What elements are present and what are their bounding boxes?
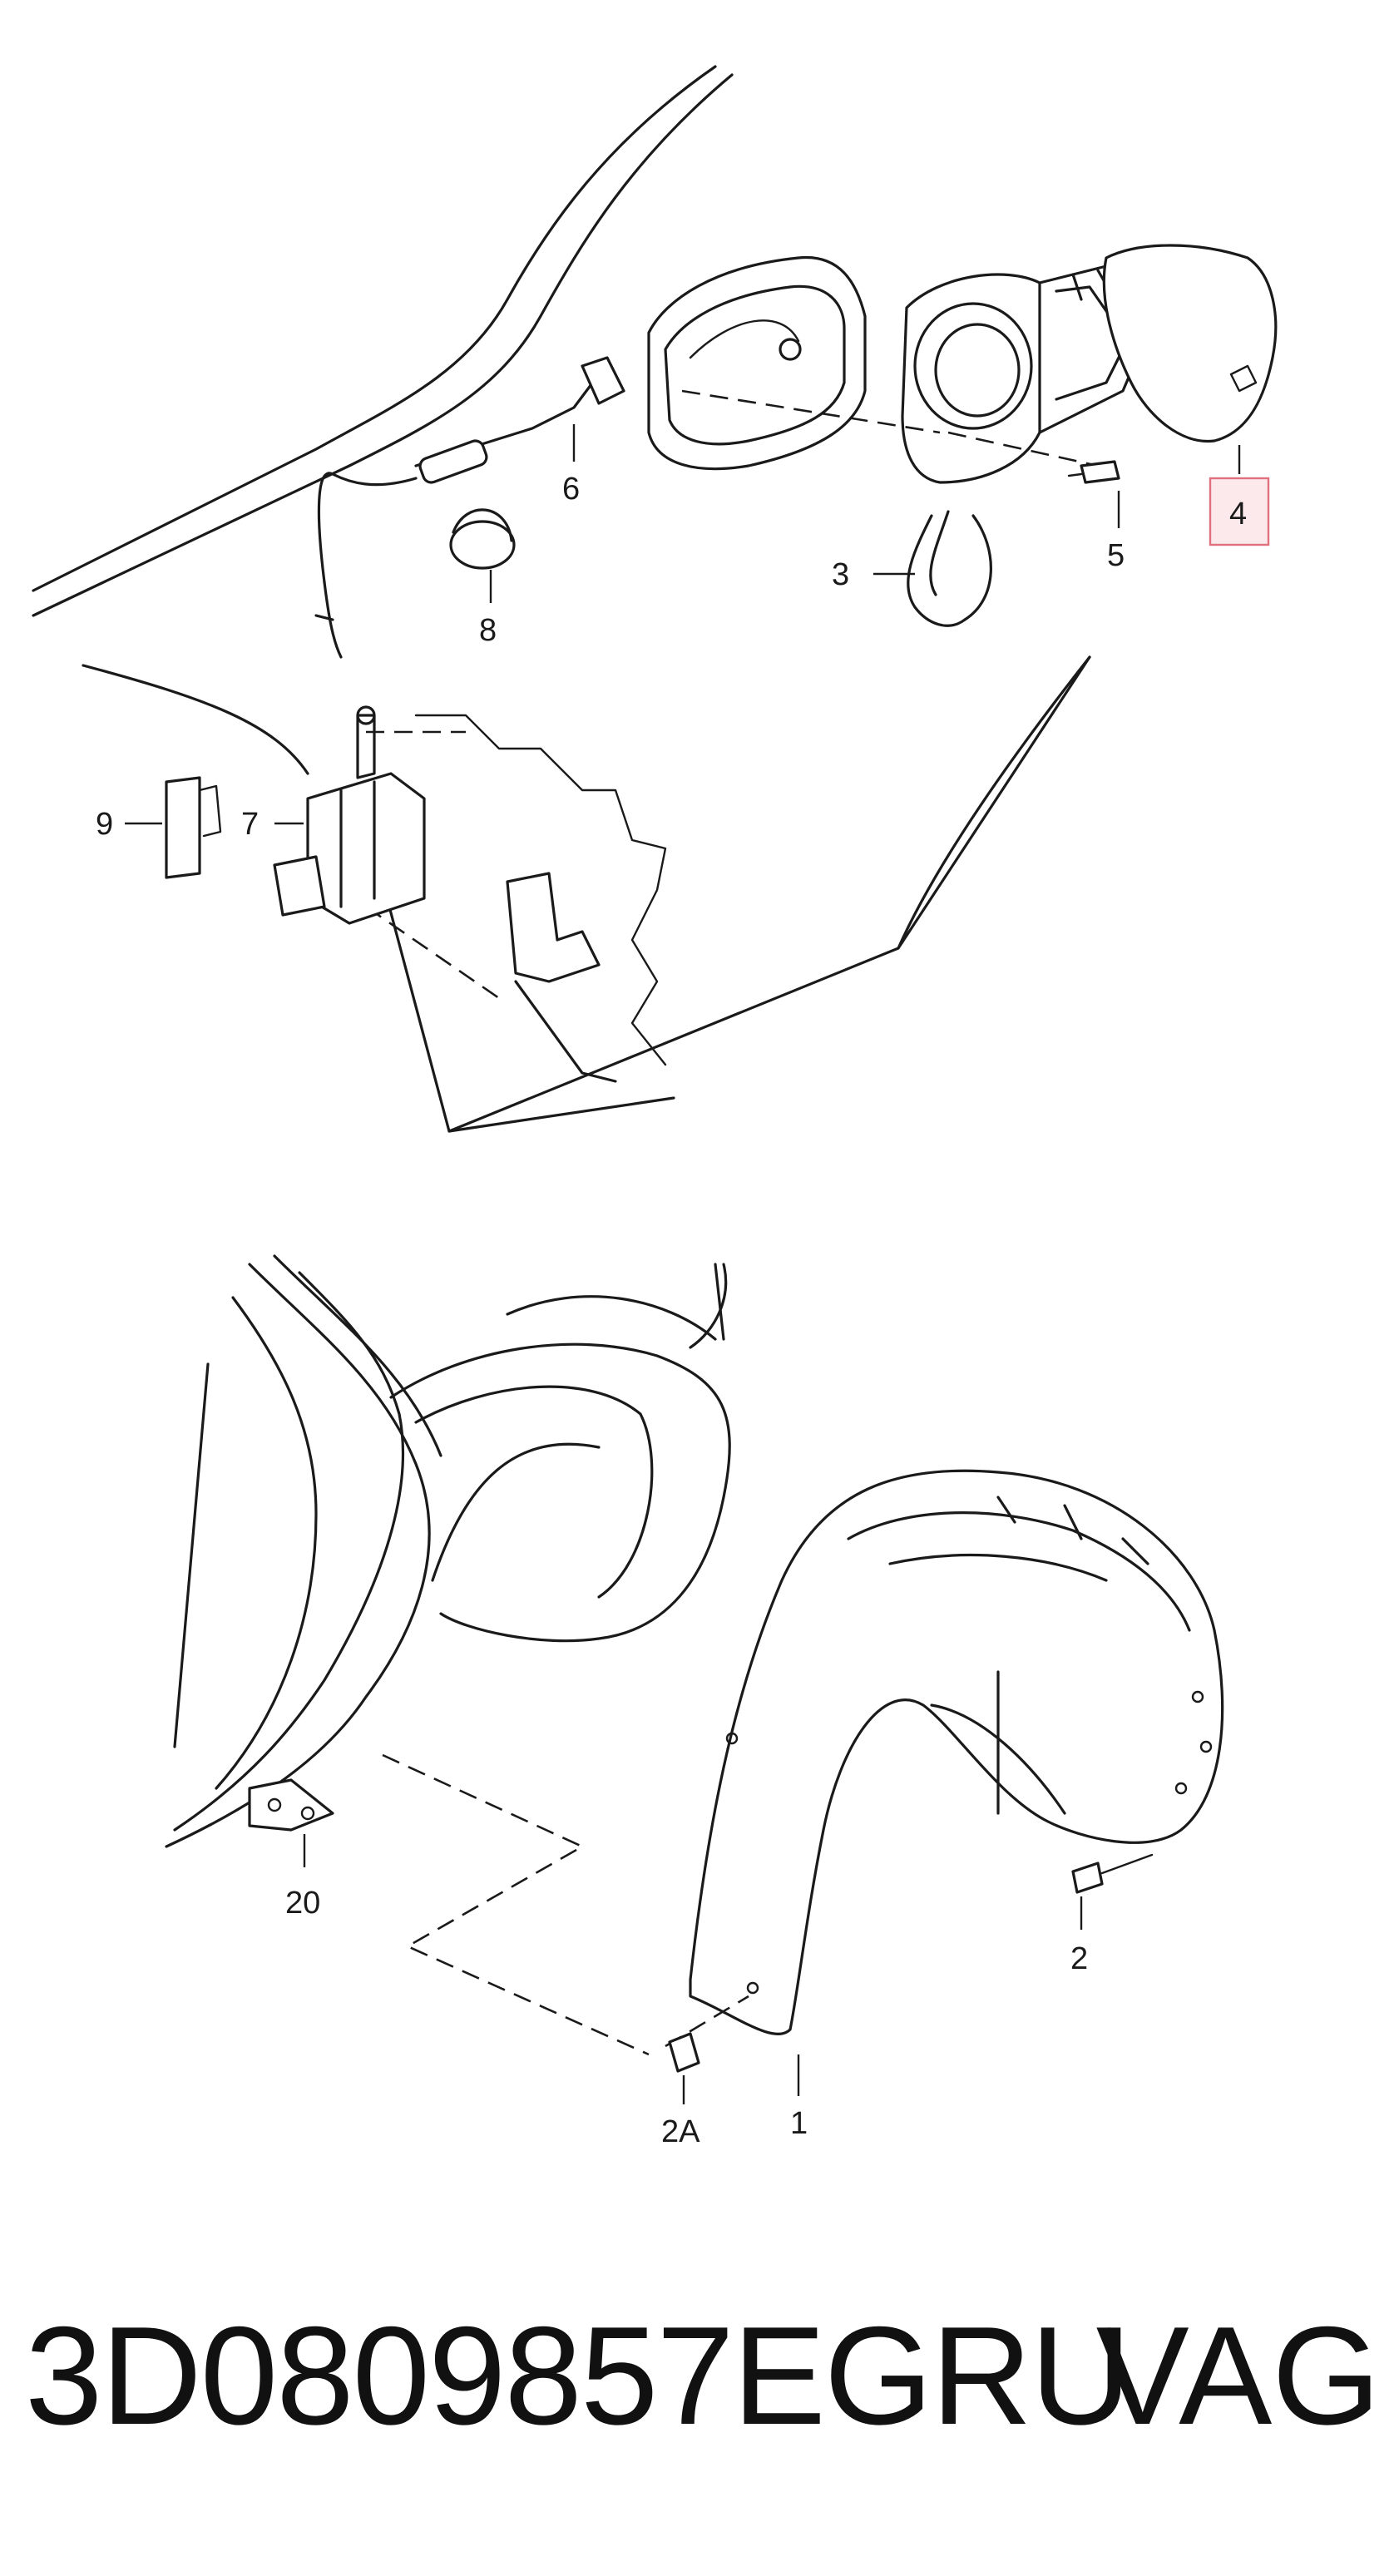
- brand-label: VAG: [1095, 2297, 1381, 2454]
- callout-9: 9: [96, 807, 113, 842]
- callout-7: 7: [241, 807, 259, 842]
- callout-2a: 2A: [661, 2114, 700, 2149]
- callout-4: 4: [1229, 497, 1247, 532]
- callout-20: 20: [285, 1886, 320, 1921]
- callout-5: 5: [1107, 538, 1125, 573]
- callout-6: 6: [562, 472, 580, 507]
- callout-8: 8: [479, 613, 497, 648]
- top-assembly-illustration: [32, 65, 1278, 1133]
- callout-4-highlight: [1209, 477, 1270, 546]
- top-callouts: 6 8 3 5 4 7 9: [96, 424, 1270, 842]
- footer: 3D0809857EGRU VAG: [25, 2296, 1381, 2462]
- bottom-callouts: 20 2 2A 1: [285, 1834, 1088, 2149]
- callout-2: 2: [1070, 1941, 1088, 1976]
- part-number: 3D0809857EGRU: [25, 2297, 1131, 2454]
- callout-1: 1: [790, 2106, 808, 2141]
- bottom-assembly-illustration: [165, 1254, 1224, 2073]
- callout-3: 3: [832, 557, 849, 592]
